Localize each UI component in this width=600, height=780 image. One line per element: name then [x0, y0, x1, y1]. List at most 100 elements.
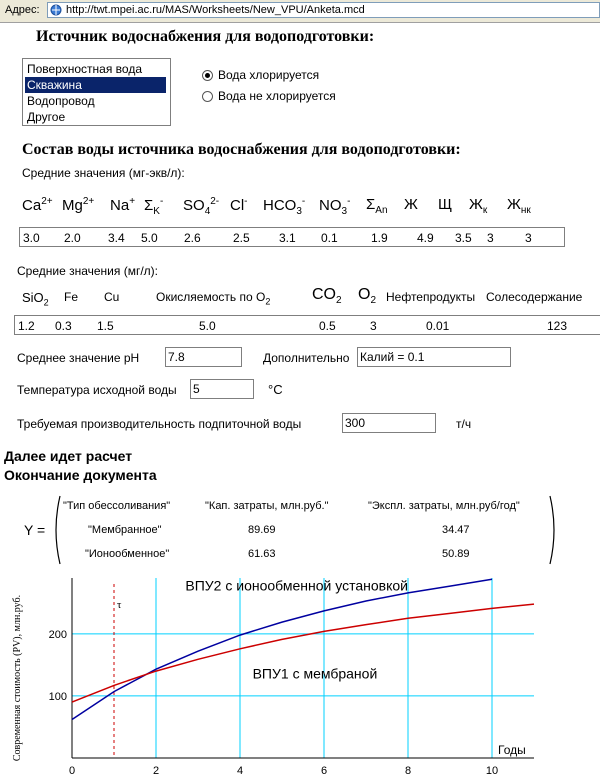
address-bar: Адрес: http://twt.mpei.ac.ru/MAS/Workshe… [0, 0, 600, 23]
capacity-label: Требуемая производительность подпиточной… [17, 417, 302, 431]
pv-chart: 0 2 4 6 8 10 100 200 τ ВПУ2 с ионообменной устан… [12, 577, 535, 777]
source-option-water-main[interactable]: Водопровод [27, 94, 95, 108]
note-end: Окончание документа [4, 467, 157, 483]
temperature-input[interactable] [190, 379, 254, 399]
ion-cl: Cl- [230, 196, 248, 214]
ion-ca: Ca2+ [22, 196, 53, 214]
value-cu: 1.5 [97, 319, 114, 333]
value-hco3: 3.1 [279, 231, 296, 245]
ph-input[interactable] [165, 347, 242, 367]
temperature-unit: °C [268, 382, 283, 397]
value-hardness-k: 3 [487, 231, 494, 245]
value-hardness: 4.9 [417, 231, 434, 245]
series-ion-exchange-line [71, 578, 493, 721]
ions-mgl-input[interactable]: 1.2 0.3 1.5 5.0 0.5 3 0.01 123 [14, 315, 600, 335]
value-sio2: 1.2 [18, 319, 35, 333]
matrix-brackets [55, 495, 555, 565]
source-heading: Источник водоснабжения для водоподготовк… [36, 28, 375, 45]
address-url: http://twt.mpei.ac.ru/MAS/Worksheets/New… [66, 4, 365, 16]
chart-series [71, 578, 535, 758]
matrix-header-opex: "Экспл. затраты, млн.руб/год" [368, 500, 520, 512]
value-oxidizability: 5.0 [199, 319, 216, 333]
extra-label: Дополнительно [263, 351, 350, 365]
value-cl: 2.5 [233, 231, 250, 245]
value-mg: 2.0 [64, 231, 81, 245]
note-calculation: Далее идет расчет [4, 448, 133, 464]
series-membrane-line [71, 603, 535, 703]
temperature-label: Температура исходной воды [17, 383, 177, 397]
x-axis-title: Годы [498, 743, 526, 757]
ion-alkalinity: Щ [438, 196, 453, 213]
matrix-header-type: "Тип обессоливания" [63, 500, 171, 512]
chart-grid [72, 578, 534, 758]
radio-chlorinated[interactable] [202, 70, 213, 81]
label-o2: O2 [358, 286, 377, 307]
ph-label: Среднее значение pH [17, 351, 140, 365]
x-tick-label: 6 [321, 765, 327, 777]
avg-mgl-label: Средние значения (мг/л): [17, 264, 159, 278]
label-cu: Cu [104, 290, 120, 304]
ions-mgeq-input[interactable]: 3.0 2.0 3.4 5.0 2.6 2.5 3.1 0.1 1.9 4.9 … [19, 227, 565, 247]
source-option-well[interactable]: Скважина [25, 77, 166, 93]
avg-mgeq-label: Средние значения (мг-экв/л): [22, 166, 185, 180]
value-sum-k: 5.0 [141, 231, 158, 245]
source-option-surface[interactable]: Поверхностная вода [27, 62, 143, 76]
ion-sum-an: ΣAn [366, 196, 388, 216]
label-fe: Fe [64, 290, 79, 304]
matrix-row2-type: "Ионообменное" [85, 548, 170, 560]
ion-hardness-k: Жк [469, 196, 488, 216]
tau-marker-label: τ [117, 599, 122, 611]
y-axis-title: Современная стоимость (PV), млн.руб. [12, 595, 23, 761]
composition-heading: Состав воды источника водоснабжения для … [22, 141, 461, 158]
matrix-row1-opex: 34.47 [442, 524, 470, 536]
radio-not-chlorinated[interactable] [202, 91, 213, 102]
ion-hardness: Ж [404, 196, 418, 213]
y-tick-label: 200 [49, 629, 67, 641]
label-co2: CO2 [312, 286, 342, 307]
value-fe: 0.3 [55, 319, 72, 333]
ion-no3: NO3- [319, 196, 351, 217]
capacity-input[interactable] [342, 413, 436, 433]
x-tick-label: 2 [153, 765, 159, 777]
y-tick-label: 100 [49, 691, 67, 703]
label-oxidizability: Окисляемость по O2 [156, 290, 271, 307]
capacity-unit: т/ч [456, 417, 472, 431]
radio-chlorinated-label: Вода хлорируется [218, 68, 320, 82]
extra-input[interactable] [357, 347, 511, 367]
x-tick-label: 10 [486, 765, 498, 777]
value-alkalinity: 3.5 [455, 231, 472, 245]
value-na: 3.4 [108, 231, 125, 245]
value-ca: 3.0 [23, 231, 40, 245]
value-co2: 0.5 [319, 319, 336, 333]
matrix-header-capex: "Кап. затраты, млн.руб." [205, 500, 329, 512]
x-tick-label: 4 [237, 765, 243, 777]
ion-hardness-nk: Жнк [507, 196, 531, 216]
value-hardness-nk: 3 [525, 231, 532, 245]
value-oil-products: 0.01 [426, 319, 450, 333]
x-tick-label: 0 [69, 765, 75, 777]
chart-ticks: 0 2 4 6 8 10 100 200 [49, 629, 498, 777]
label-oil-products: Нефтепродукты [386, 290, 476, 304]
ion-hco3: HCO3- [263, 196, 306, 217]
matrix-row2-capex: 61.63 [248, 548, 276, 560]
radio-not-chlorinated-label: Вода не хлорируется [218, 89, 336, 103]
series-ion-exchange-label: ВПУ2 с ионообменной установкой [185, 577, 408, 593]
source-listbox[interactable]: Поверхностная вода Скважина Водопровод Д… [22, 58, 171, 126]
ion-na: Na+ [110, 196, 136, 214]
x-tick-label: 8 [405, 765, 411, 777]
address-input[interactable]: http://twt.mpei.ac.ru/MAS/Worksheets/New… [47, 2, 600, 18]
label-sio2: SiO2 [22, 290, 49, 308]
ion-mg: Mg2+ [62, 196, 95, 214]
matrix-row2-opex: 50.89 [442, 548, 470, 560]
series-membrane-label: ВПУ1 с мембраной [253, 666, 378, 682]
ion-sum-k: ΣK- [144, 196, 164, 217]
address-label: Адрес: [5, 4, 40, 16]
matrix-row1-type: "Мембранное" [88, 524, 162, 536]
value-sum-an: 1.9 [371, 231, 388, 245]
source-option-other[interactable]: Другое [27, 110, 66, 124]
value-no3: 0.1 [321, 231, 338, 245]
value-o2: 3 [370, 319, 377, 333]
label-salt-content: Солесодержание [486, 290, 583, 304]
ion-so4: SO42- [183, 196, 220, 217]
